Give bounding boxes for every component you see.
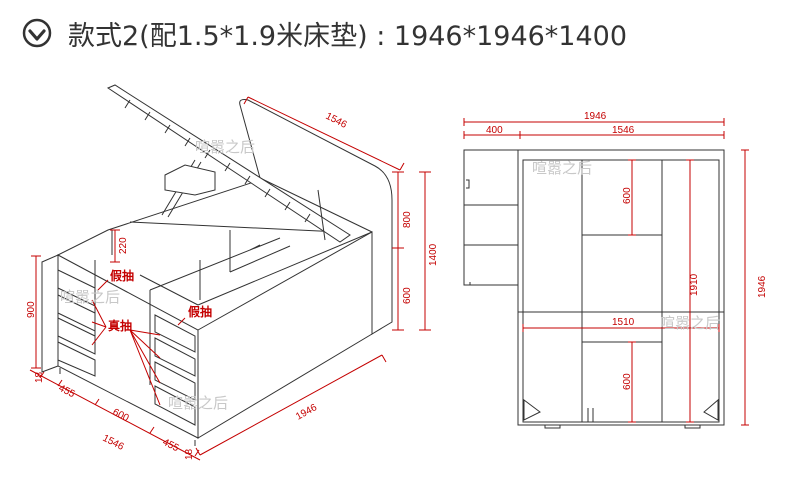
dim-panel-right: 18	[184, 448, 195, 460]
dim-plan-bed-width: 1546	[612, 125, 635, 136]
feet	[59, 368, 196, 446]
left-end-panel	[41, 254, 59, 373]
check-circle-icon	[22, 18, 52, 48]
header: 款式2(配1.5*1.9米床垫) : 1946*1946*1400	[0, 0, 790, 66]
plan-compartments	[518, 160, 724, 422]
dim-left-depth: 455	[57, 383, 77, 401]
label-real-drawer: 真抽	[108, 318, 132, 333]
label-fake-drawer-right: 假抽	[188, 304, 212, 319]
dim-plan-total-length: 1946	[757, 275, 768, 298]
dim-plan-top-width: 1946	[584, 111, 607, 122]
watermark-plan-1: 喧嚣之后	[532, 159, 592, 177]
dim-panel-left: 18	[34, 371, 45, 383]
dim-lid-height: 800	[402, 211, 413, 228]
watermark-iso-3: 喧嚣之后	[168, 394, 228, 412]
dim-top-length: 1546	[324, 111, 349, 131]
dim-front-width: 1946	[294, 402, 319, 423]
dim-total-height: 1400	[428, 243, 439, 266]
watermark-iso-1: 喧嚣之后	[195, 138, 255, 156]
watermark-iso-2: 喧嚣之后	[60, 288, 120, 306]
lid-hatching	[124, 99, 311, 223]
headboard	[239, 99, 393, 335]
dim-base-height: 600	[402, 287, 413, 304]
label-fake-drawer-left: 假抽	[110, 268, 134, 283]
dim-plan-side-cabinet: 400	[486, 125, 503, 136]
watermark-plan-2: 喧嚣之后	[660, 314, 720, 332]
right-drawers	[154, 314, 196, 426]
dim-drawer-height: 220	[118, 237, 129, 254]
isometric-view: 1546 800 1400 600 220 900 18 455 600 154…	[26, 84, 439, 461]
dim-lines-iso	[29, 96, 431, 461]
dim-plan-lower: 600	[622, 373, 633, 390]
page-title: 款式2(配1.5*1.9米床垫) : 1946*1946*1400	[68, 21, 628, 52]
dim-right-depth: 455	[161, 437, 181, 455]
callout-arrows	[91, 279, 186, 406]
gas-strut-right	[317, 189, 326, 241]
dim-bottom-length: 1546	[101, 433, 126, 453]
dim-plan-inner-width: 1510	[612, 317, 635, 328]
plan-corner-brackets	[523, 398, 719, 421]
dim-plan-inner-length: 1910	[689, 273, 700, 296]
dim-lines-plan	[463, 118, 749, 426]
dim-side-height: 900	[26, 301, 37, 318]
top-edges	[57, 179, 373, 306]
dim-plan-upper: 600	[622, 187, 633, 204]
plan-view: 1946 400 1546 600 1910 1946 1510 600 喧嚣之…	[463, 111, 768, 429]
plan-side-cabinet	[463, 149, 521, 286]
side-cabinet-small	[164, 164, 216, 196]
plan-inner-frame	[522, 159, 720, 423]
